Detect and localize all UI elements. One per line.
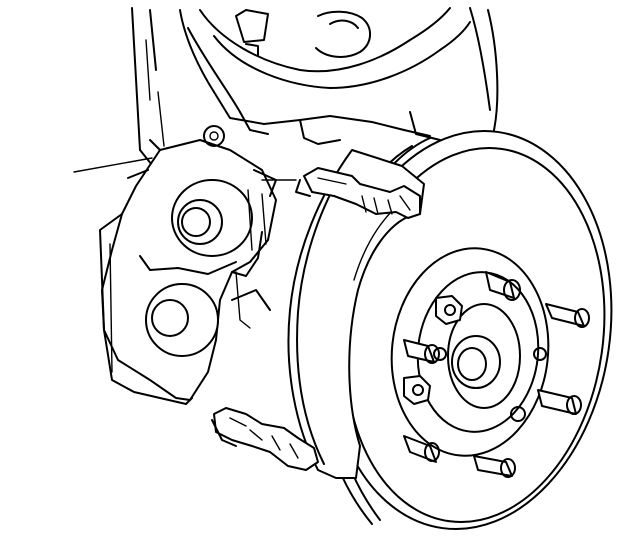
caliper-bracket bbox=[99, 125, 277, 405]
wheel-stud bbox=[435, 295, 463, 325]
wheel-stud bbox=[537, 389, 582, 415]
wheel-stud bbox=[545, 303, 590, 328]
lower-anti-rattle-clip bbox=[211, 407, 319, 471]
wheel-stud bbox=[403, 435, 440, 463]
wheel-studs bbox=[403, 271, 590, 478]
wheel-stud bbox=[403, 375, 431, 405]
upper-anti-rattle-clip bbox=[295, 167, 421, 219]
detail-line bbox=[235, 271, 251, 329]
wheel-stud bbox=[403, 339, 440, 364]
steering-knuckle bbox=[131, 7, 499, 166]
wheel-stud bbox=[473, 455, 516, 478]
callout-leader-line bbox=[73, 157, 153, 173]
wheel-stud bbox=[485, 271, 521, 301]
